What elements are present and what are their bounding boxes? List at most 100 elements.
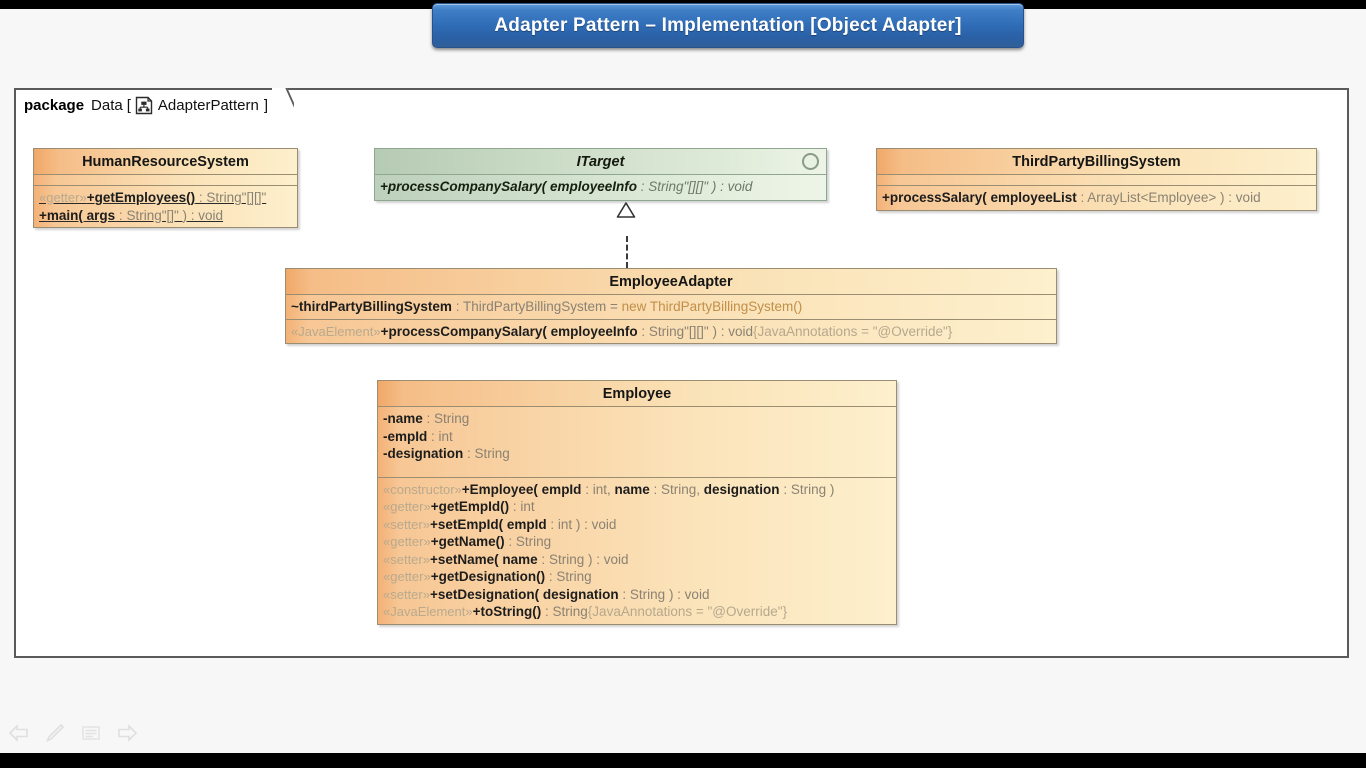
op-sep: : — [618, 586, 630, 602]
package-bracket-close: ] — [263, 96, 268, 114]
operation-row: «constructor»+Employee( empId : int, nam… — [383, 481, 892, 499]
bottom-black-band — [0, 753, 1366, 768]
slide-title-text: Adapter Pattern – Implementation [Object… — [494, 14, 962, 36]
operations-compartment: +processSalary( employeeList : ArrayList… — [877, 186, 1316, 210]
op-param3: designation — [703, 481, 780, 497]
pencil-icon[interactable] — [44, 722, 66, 744]
package-reference: AdapterPattern — [157, 96, 259, 114]
op-type3: String ) — [790, 481, 835, 497]
class-employee[interactable]: Employee -name : String -empId : int -de… — [377, 380, 897, 625]
op-signature: setEmpId( empId — [437, 516, 547, 532]
op-sep: : — [1076, 190, 1088, 205]
operations-compartment: +processCompanySalary( employeeInfo : St… — [375, 175, 826, 200]
package-keyword: package — [24, 96, 85, 114]
op-visibility: + — [430, 499, 439, 514]
diagram-document-icon — [135, 96, 153, 115]
op-sep3: : — [779, 481, 791, 497]
operations-compartment: «constructor» + Employee( empId : int, nam… — [378, 478, 896, 624]
stereotype: «constructor» — [383, 481, 462, 497]
operation-row: +processSalary( employeeList : ArrayList… — [882, 189, 1312, 207]
attr-signature: designation — [387, 446, 464, 461]
operation-row: «getter»+getEmployees() : String"[][]" — [39, 189, 293, 207]
back-arrow-icon[interactable] — [8, 722, 30, 744]
attributes-compartment: -name : String -empId : int -designation… — [378, 407, 896, 478]
attribute-row: -designation : String — [383, 445, 892, 463]
op-type: String"[]" ) : void — [126, 207, 224, 223]
interface-name: ITarget — [576, 153, 625, 170]
op-type: String"[][]" ) : void — [648, 323, 753, 339]
op-signature: main( args — [46, 207, 116, 223]
attr-sep: : — [422, 411, 435, 426]
class-name: EmployeeAdapter — [609, 273, 733, 290]
class-name: Employee — [602, 385, 672, 402]
class-name: HumanResourceSystem — [82, 153, 249, 170]
operation-row: «getter»+getEmpId() : int — [383, 498, 892, 516]
op-param2: name — [614, 481, 650, 497]
stereotype: «setter» — [383, 551, 430, 567]
op-sep: : — [637, 323, 649, 339]
class-header: ThirdPartyBillingSystem — [877, 149, 1316, 175]
op-type: int ) : void — [557, 516, 617, 532]
op-signature: Employee( empId — [469, 481, 582, 497]
op-sep: : — [509, 499, 521, 514]
attribute-row: -empId : int — [383, 428, 892, 446]
package-tab-fold — [272, 88, 294, 120]
op-sep: : — [541, 604, 553, 619]
op-visibility: + — [429, 586, 438, 602]
op-sep: : — [504, 534, 516, 549]
op-sep: : — [115, 207, 127, 223]
op-type: int, — [592, 481, 615, 497]
package-bracket-open: [ — [126, 96, 131, 114]
attr-sep: : — [427, 428, 439, 444]
op-annotation: {JavaAnnotations = "@Override"} — [753, 323, 953, 339]
op-type: String"[][]" — [206, 190, 267, 205]
class-name: ThirdPartyBillingSystem — [1012, 153, 1181, 170]
forward-arrow-icon[interactable] — [116, 722, 138, 744]
stereotype: «getter» — [383, 569, 431, 584]
attr-signature: thirdPartyBillingSystem — [298, 299, 452, 314]
op-sep: : — [581, 481, 593, 497]
attr-signature: empId — [387, 428, 428, 444]
stereotype: «getter» — [383, 534, 431, 549]
attr-sep: : — [451, 299, 463, 314]
op-signature: toString() — [480, 604, 542, 619]
operation-row: «getter»+getDesignation() : String — [383, 568, 892, 586]
bottom-toolbar — [8, 722, 138, 744]
op-sep: : — [195, 190, 207, 205]
class-human-resource-system[interactable]: HumanResourceSystem «getter»+getEmployee… — [33, 148, 298, 228]
attr-type: String — [434, 411, 470, 426]
attributes-compartment — [877, 175, 1316, 186]
op-type: String"[][]" ) : void — [648, 179, 753, 194]
op-visibility: + — [882, 190, 890, 205]
class-employee-adapter[interactable]: EmployeeAdapter ~thirdPartyBillingSystem… — [285, 268, 1057, 344]
attr-type: String — [474, 446, 510, 461]
class-header: HumanResourceSystem — [34, 149, 297, 175]
lines-icon[interactable] — [80, 722, 102, 744]
op-visibility: + — [380, 323, 389, 339]
operations-compartment: «JavaElement»+processCompanySalary( empl… — [286, 320, 1056, 344]
op-type: String — [556, 569, 592, 584]
op-type: String — [552, 604, 588, 619]
attr-visibility: - — [383, 411, 388, 426]
op-visibility: + — [380, 179, 388, 194]
stereotype: «getter» — [383, 499, 431, 514]
op-signature: getEmployees() — [94, 190, 196, 205]
realization-arrowhead — [616, 202, 636, 218]
op-signature: processCompanySalary( employeeInfo — [388, 323, 638, 339]
operation-row: «setter»+setDesignation( designation : S… — [383, 586, 892, 604]
attr-type: ThirdPartyBillingSystem = — [462, 299, 622, 314]
class-third-party-billing-system[interactable]: ThirdPartyBillingSystem +processSalary( … — [876, 148, 1317, 211]
op-type: String ) : void — [548, 551, 629, 567]
attr-signature: name — [387, 411, 423, 426]
attr-type: int — [438, 428, 453, 444]
operation-row: «setter»+setName( name : String ) : void — [383, 551, 892, 569]
op-sep: : — [546, 516, 558, 532]
attributes-compartment — [34, 175, 297, 186]
op-signature: processSalary( employeeList — [889, 190, 1077, 205]
attr-visibility: ~ — [291, 299, 299, 314]
op-visibility: + — [86, 190, 95, 205]
interface-header: ITarget — [375, 149, 826, 175]
package-name: Data — [91, 96, 123, 114]
interface-itarget[interactable]: ITarget +processCompanySalary( employeeI… — [374, 148, 827, 201]
